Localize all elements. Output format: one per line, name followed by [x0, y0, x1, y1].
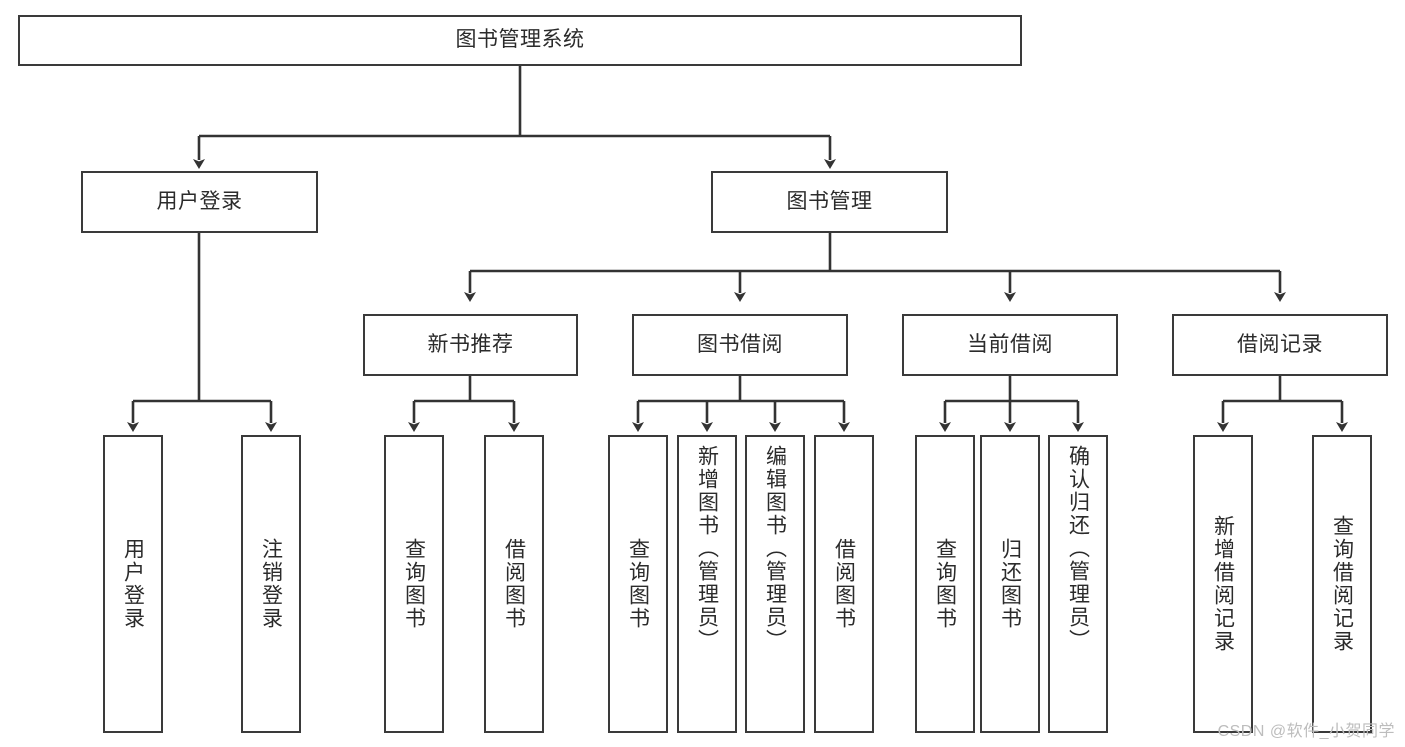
node-current-borrow[interactable]: 当前借阅: [902, 314, 1118, 376]
node-label: 归还图书: [998, 538, 1022, 630]
node-label: 查询借阅记录: [1330, 515, 1354, 653]
node-label: 借阅图书: [502, 538, 526, 630]
leaf-user-login-signin[interactable]: 用户登录: [103, 435, 163, 733]
leaf-record-add-record[interactable]: 新增借阅记录: [1193, 435, 1253, 733]
leaf-borrow-edit-book-admin[interactable]: 编辑图书（管理员）: [745, 435, 805, 733]
leaf-borrow-query-book[interactable]: 查询图书: [608, 435, 668, 733]
leaf-current-return-book[interactable]: 归还图书: [980, 435, 1040, 733]
node-borrow-record[interactable]: 借阅记录: [1172, 314, 1388, 376]
node-label: 图书借阅: [697, 332, 783, 356]
node-label: 用户登录: [121, 538, 145, 630]
leaf-current-confirm-return-admin[interactable]: 确认归还（管理员）: [1048, 435, 1108, 733]
node-label: 图书管理: [786, 189, 873, 213]
node-label: 借阅记录: [1237, 332, 1323, 356]
node-label: 查询图书: [626, 538, 650, 630]
leaf-recommend-borrow-book[interactable]: 借阅图书: [484, 435, 544, 733]
leaf-user-login-signout[interactable]: 注销登录: [241, 435, 301, 733]
node-root-system[interactable]: 图书管理系统: [18, 15, 1022, 66]
node-label: 确认归还（管理员）: [1066, 445, 1090, 652]
node-label: 新增借阅记录: [1211, 515, 1235, 653]
node-book-borrow[interactable]: 图书借阅: [632, 314, 848, 376]
node-label: 新书推荐: [427, 332, 514, 356]
node-label: 用户登录: [156, 189, 243, 213]
node-label: 查询图书: [933, 538, 957, 630]
leaf-recommend-query-book[interactable]: 查询图书: [384, 435, 444, 733]
node-user-login[interactable]: 用户登录: [81, 171, 318, 233]
node-label: 注销登录: [259, 538, 283, 630]
node-label: 图书管理系统: [455, 28, 585, 52]
node-label: 借阅图书: [832, 538, 856, 630]
node-label: 新增图书（管理员）: [695, 445, 719, 652]
csdn-watermark: CSDN @软件_小贺同学: [1217, 723, 1395, 740]
leaf-borrow-add-book-admin[interactable]: 新增图书（管理员）: [677, 435, 737, 733]
leaf-record-query-record[interactable]: 查询借阅记录: [1312, 435, 1372, 733]
node-new-book-recommend[interactable]: 新书推荐: [363, 314, 578, 376]
leaf-current-query-book[interactable]: 查询图书: [915, 435, 975, 733]
node-label: 当前借阅: [967, 332, 1053, 356]
node-label: 查询图书: [402, 538, 426, 630]
node-label: 编辑图书（管理员）: [763, 445, 787, 652]
leaf-borrow-borrow-book[interactable]: 借阅图书: [814, 435, 874, 733]
node-book-management[interactable]: 图书管理: [711, 171, 948, 233]
